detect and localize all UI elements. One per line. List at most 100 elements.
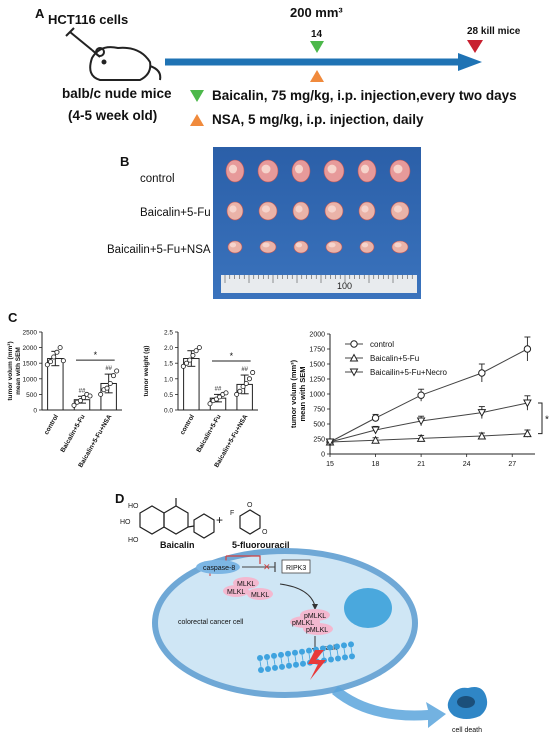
data-point bbox=[237, 388, 243, 394]
data-point-1-2 bbox=[416, 433, 426, 442]
pmlkl-label-2: pMLKL bbox=[292, 620, 314, 627]
mechanism-diagram: HO HO HO Baicalin + F O O 5-fluorouracil… bbox=[120, 498, 488, 734]
lipid-head bbox=[349, 653, 355, 660]
tumor-highlight bbox=[228, 164, 238, 174]
y-tick-label: 1000 bbox=[23, 376, 38, 383]
lipid-head bbox=[265, 665, 271, 672]
lipid-head bbox=[292, 649, 298, 656]
y-tick-label: 1000 bbox=[309, 392, 325, 399]
pmlkl-label-1: pMLKL bbox=[304, 613, 326, 620]
tumor-highlight bbox=[361, 242, 369, 248]
lipid-head bbox=[293, 661, 299, 668]
membrane bbox=[257, 641, 355, 673]
y-axis-label-line2: mean with SEM bbox=[298, 366, 307, 421]
data-point-1-1 bbox=[371, 435, 380, 444]
y-tick-label: 0 bbox=[33, 408, 37, 415]
panel-letter-c: C bbox=[8, 310, 18, 325]
x-tick-label: 27 bbox=[508, 461, 516, 468]
y-tick-label: 250 bbox=[313, 437, 325, 444]
data-point bbox=[77, 398, 83, 404]
fluorouracil-label: 5-fluorouracil bbox=[232, 540, 290, 550]
legend-label-2: Baicailin+5-Fu+Necro bbox=[370, 368, 447, 377]
y-tick-label: 0.5 bbox=[164, 392, 173, 399]
caspase8-node bbox=[196, 560, 240, 574]
significance-star: * bbox=[94, 350, 98, 360]
significance-bracket bbox=[538, 402, 543, 435]
mouse-icon bbox=[89, 46, 162, 81]
data-point bbox=[51, 354, 57, 360]
x-tick-label: 21 bbox=[417, 461, 425, 468]
lipid-tail bbox=[308, 653, 311, 660]
lipid-head bbox=[279, 663, 285, 670]
mice-label: balb/c nude mice bbox=[62, 86, 172, 101]
y-tick-label: 2500 bbox=[23, 330, 38, 337]
legend-label-1: Baicalin+5-Fu bbox=[370, 354, 419, 363]
lipid-head bbox=[264, 653, 270, 660]
data-point bbox=[104, 385, 110, 391]
y-axis-label-line2: mean with SEM bbox=[15, 347, 22, 395]
data-point-1-3 bbox=[477, 431, 487, 440]
y-axis-label-line1: tumor volum (mm³) bbox=[7, 341, 14, 400]
ripk3-label: RIPK3 bbox=[286, 565, 306, 572]
significance-star: * bbox=[545, 414, 549, 425]
x-tick-label: 24 bbox=[463, 461, 471, 468]
y-tick-label: 500 bbox=[26, 392, 37, 399]
panel-letter-b: B bbox=[120, 154, 130, 169]
y-tick-label: 2000 bbox=[309, 332, 325, 339]
data-point bbox=[217, 394, 223, 400]
y-tick-label: 2000 bbox=[23, 345, 38, 352]
bar-0 bbox=[47, 358, 64, 411]
data-point bbox=[207, 401, 213, 407]
tumor-highlight bbox=[361, 205, 369, 213]
tumor-highlight bbox=[262, 242, 270, 248]
age-label: (4-5 week old) bbox=[68, 108, 158, 123]
tumor-highlight bbox=[394, 242, 402, 248]
y-tick-label: 1750 bbox=[309, 347, 325, 354]
y-tick-label: 1250 bbox=[309, 377, 325, 384]
data-point-0-2 bbox=[417, 391, 425, 399]
ruler bbox=[221, 275, 417, 293]
lipid-tail bbox=[322, 651, 325, 658]
series-line-1 bbox=[329, 433, 528, 443]
lipid-head bbox=[278, 651, 284, 658]
tumor-highlight bbox=[328, 242, 336, 248]
tumor-highlight bbox=[393, 164, 403, 174]
lipid-tail bbox=[301, 654, 304, 661]
volume-label: 200 mm³ bbox=[290, 5, 343, 20]
data-point bbox=[107, 380, 113, 386]
row-label-baicalin-5fu: Baicalin+5-Fu bbox=[140, 207, 211, 219]
mlkl-label-2: MLKL bbox=[227, 589, 245, 596]
legend-green-marker bbox=[190, 90, 204, 102]
data-point-0-1 bbox=[371, 414, 380, 422]
significance-mark: ## bbox=[79, 388, 86, 394]
pmlkl-label-3: pMLKL bbox=[306, 627, 328, 634]
svg-text:HO: HO bbox=[128, 537, 139, 544]
tumor-highlight bbox=[229, 205, 237, 213]
lipid-head bbox=[285, 650, 291, 657]
y-axis-label: tumor volum (mm³)mean with SEM bbox=[7, 341, 22, 400]
mlkl-label-3: MLKL bbox=[251, 592, 269, 599]
lipid-head bbox=[299, 648, 305, 655]
y-axis-label-line1: tumor volum (mm³) bbox=[289, 359, 298, 428]
data-point bbox=[243, 380, 249, 386]
lipid-head bbox=[341, 642, 347, 649]
tumor-highlight bbox=[294, 164, 304, 174]
y-tick-label: 1.0 bbox=[164, 376, 173, 383]
svg-text:O: O bbox=[247, 502, 253, 509]
lipid-tail bbox=[273, 658, 276, 665]
y-tick-label: 1.5 bbox=[164, 361, 173, 368]
data-point bbox=[193, 348, 199, 354]
y-tick-label: 750 bbox=[313, 407, 325, 414]
data-point-0-3 bbox=[478, 369, 486, 377]
tumor-highlight bbox=[327, 164, 337, 174]
lipid-tail bbox=[343, 648, 346, 655]
cell-death-label: cell death bbox=[452, 727, 482, 734]
data-point bbox=[114, 368, 120, 374]
tumor-highlight bbox=[327, 205, 337, 213]
legend-orange-marker bbox=[190, 114, 204, 126]
y-tick-label: 2.5 bbox=[164, 330, 173, 337]
data-point bbox=[180, 363, 186, 369]
data-point bbox=[110, 373, 116, 379]
data-point-0-4 bbox=[523, 345, 532, 353]
